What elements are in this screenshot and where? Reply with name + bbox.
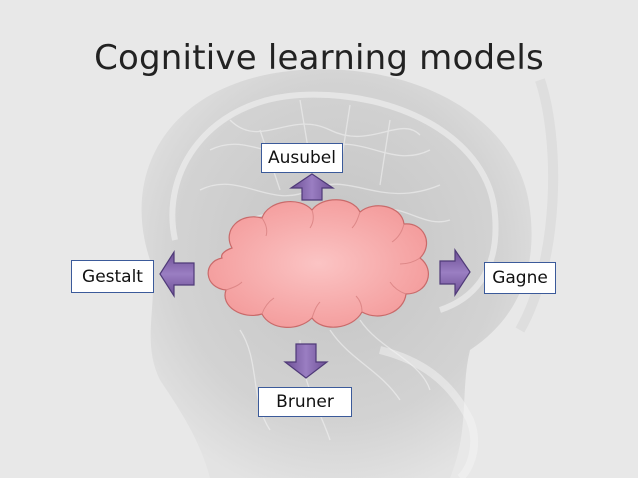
arrow-up-icon [289,173,335,201]
model-box-gagne: Gagne [484,262,556,294]
page-title: Cognitive learning models [94,38,544,78]
arrow-right-icon [439,248,471,298]
model-box-gestalt: Gestalt [71,260,154,293]
arrow-down-icon [283,343,329,379]
center-cloud [207,199,429,328]
arrow-left-icon [159,249,195,299]
model-box-bruner: Bruner [258,387,352,417]
model-box-ausubel: Ausubel [261,143,343,173]
